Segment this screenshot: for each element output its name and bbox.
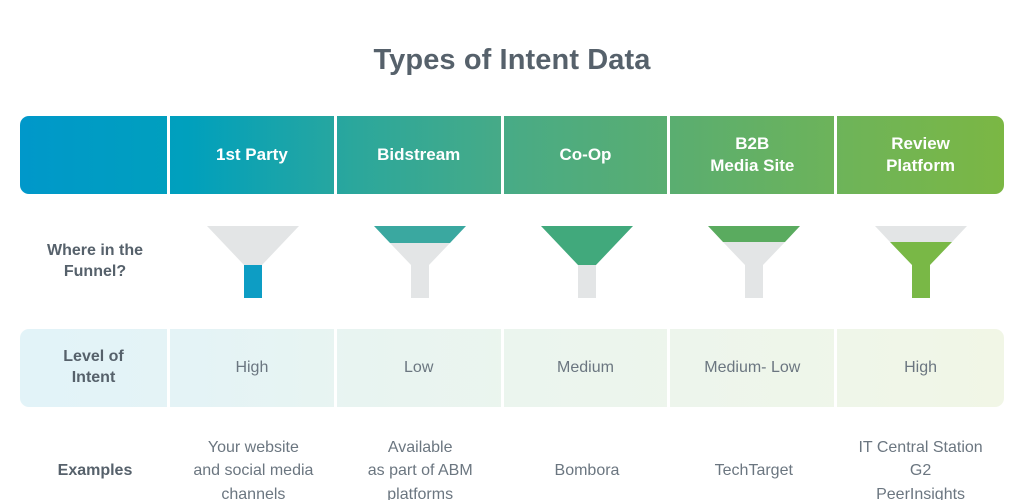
- page-title: Types of Intent Data: [373, 44, 651, 76]
- examples-cell-1st-party: Your website and social media channels: [170, 423, 337, 500]
- examples-value-co-op: Bombora: [554, 462, 620, 480]
- intent-row-label: Level of Intent: [63, 348, 124, 386]
- table-header-row: 1st Party Bidstream Co-Op B2B Media Site…: [20, 116, 1004, 194]
- examples-value-bidstream: Available as part of ABM platforms: [367, 439, 473, 500]
- funnel-icon-top-band: [372, 224, 468, 300]
- intent-cell-co-op: Medium: [504, 329, 671, 407]
- intent-value-bidstream: Low: [404, 359, 434, 376]
- funnel-icon-bottom-stem: [205, 224, 301, 300]
- funnel-cell-co-op: [504, 208, 671, 315]
- intent-cell-bidstream: Low: [337, 329, 504, 407]
- examples-row-label: Examples: [57, 462, 133, 480]
- header-label-review-platform: Review Platform: [886, 134, 956, 175]
- intent-cell-b2b-media-site: Medium- Low: [670, 329, 838, 407]
- funnel-cell-1st-party: [170, 208, 337, 315]
- header-cell-review-platform[interactable]: Review Platform: [837, 116, 1004, 194]
- intent-value-co-op: Medium: [557, 359, 614, 376]
- header-label-b2b-media-site: B2B Media Site: [710, 134, 795, 175]
- examples-value-1st-party: Your website and social media channels: [193, 439, 314, 500]
- funnel-cell-review-platform: [837, 208, 1004, 315]
- row-spacer-1: [20, 194, 1004, 208]
- funnel-icon-top-band: [706, 224, 802, 300]
- table-examples-row: Examples Your website and social media c…: [20, 423, 1004, 500]
- header-cell-b2b-media-site[interactable]: B2B Media Site: [670, 116, 838, 194]
- header-cell-bidstream[interactable]: Bidstream: [337, 116, 504, 194]
- examples-cell-b2b-media-site: TechTarget: [670, 423, 837, 500]
- header-label-co-op: Co-Op: [559, 145, 612, 165]
- header-label-bidstream: Bidstream: [377, 145, 461, 165]
- examples-cell-co-op: Bombora: [504, 423, 671, 500]
- intent-value-1st-party: High: [235, 359, 269, 376]
- examples-value-review-platform: IT Central Station G2 PeerInsights: [858, 439, 983, 500]
- table-funnel-row: Where in the Funnel?: [20, 208, 1004, 315]
- header-label-1st-party: 1st Party: [215, 145, 288, 165]
- header-cell-1st-party[interactable]: 1st Party: [170, 116, 337, 194]
- funnel-icon-lower-cone-stem: [873, 224, 969, 300]
- funnel-row-label-cell: Where in the Funnel?: [20, 208, 170, 315]
- header-cell-co-op[interactable]: Co-Op: [504, 116, 671, 194]
- funnel-row-label: Where in the Funnel?: [46, 241, 143, 280]
- examples-cell-review-platform: IT Central Station G2 PeerInsights: [837, 423, 1004, 500]
- header-cell-spacer: [20, 116, 170, 194]
- funnel-cell-b2b-media-site: [670, 208, 837, 315]
- intent-value-b2b-media-site: Medium- Low: [704, 359, 801, 376]
- comparison-table: 1st Party Bidstream Co-Op B2B Media Site…: [20, 116, 1004, 500]
- row-spacer-3: [20, 407, 1004, 423]
- examples-row-label-cell: Examples: [20, 423, 170, 500]
- intent-row-label-cell: Level of Intent: [20, 329, 170, 407]
- intent-value-review-platform: High: [904, 359, 938, 376]
- table-intent-row: Level of Intent High Low Medium Medium- …: [20, 329, 1004, 407]
- examples-cell-bidstream: Available as part of ABM platforms: [337, 423, 504, 500]
- intent-cell-1st-party: High: [170, 329, 337, 407]
- funnel-cell-bidstream: [337, 208, 504, 315]
- funnel-icon-full-cone: [539, 224, 635, 300]
- examples-value-b2b-media-site: TechTarget: [714, 462, 793, 480]
- row-spacer-2: [20, 315, 1004, 329]
- intent-cell-review-platform: High: [837, 329, 1004, 407]
